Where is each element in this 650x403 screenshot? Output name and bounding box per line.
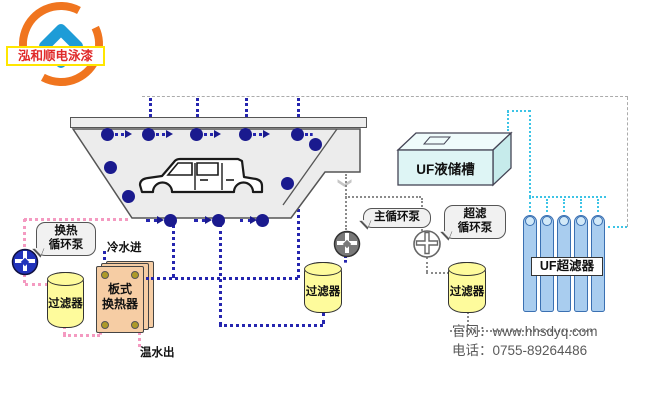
pipe-feed-2	[196, 98, 199, 117]
uf-tank-manhole	[422, 136, 452, 145]
nozzle-tail	[194, 219, 206, 222]
nozzle-dot	[101, 128, 114, 141]
heat-pump-bubble: 换热 循环泵	[36, 222, 96, 256]
uf-pump-icon	[413, 230, 441, 258]
nozzle-tail	[204, 133, 213, 136]
pipe-uftank-top	[507, 110, 530, 112]
pipe-tank-drop-1	[172, 224, 175, 278]
hx-bolt	[101, 271, 109, 279]
pipe-tube-drop	[597, 199, 599, 212]
heat-pump-label: 换热	[54, 225, 78, 237]
uf-pump-label2: 循环泵	[457, 221, 493, 234]
pipe-tank-drop-2	[297, 190, 300, 278]
pipe-overflow-down	[345, 174, 347, 230]
pipe-warm-out	[138, 332, 141, 347]
pipe-tube-drop	[563, 199, 565, 212]
nozzle-dot	[164, 214, 177, 227]
pipe-pump2-filter	[344, 255, 347, 263]
pipe-cold-in	[103, 251, 106, 266]
pipe-main-filter-in	[322, 312, 325, 324]
pipe-feed-3	[245, 98, 248, 117]
nozzle-arrow-icon	[125, 130, 132, 138]
nozzle-dot	[122, 190, 135, 203]
nozzle-arrow-icon	[263, 130, 270, 138]
pipe-tube-drop	[580, 199, 582, 212]
uf-pump-bubble: 超滤 循环泵	[444, 205, 506, 239]
nozzle-dot	[142, 128, 155, 141]
pipe-uf-header	[529, 196, 606, 198]
filter-1-label: 过滤器	[48, 298, 83, 310]
nozzle-arrow-icon	[166, 130, 173, 138]
nozzle-dot	[281, 177, 294, 190]
nozzle-dot	[309, 138, 322, 151]
uf-tank	[396, 131, 513, 187]
main-pump-bubble: 主循环泵	[363, 208, 431, 228]
nozzle-tail	[240, 219, 251, 222]
uf-pump-label: 超滤	[463, 208, 487, 220]
filter-1: 过滤器	[47, 272, 84, 328]
pipe-tube-drop	[546, 199, 548, 212]
nozzle-arrow-icon	[214, 130, 221, 138]
pipe-uf-down	[529, 110, 531, 197]
hx-bolt	[131, 271, 139, 279]
pipe-pink-filter-out	[63, 326, 66, 335]
heat-pump-label2: 循环泵	[48, 238, 84, 251]
pipe-pink-suction	[24, 218, 128, 221]
phone-text: 电话：0755-89264486	[452, 343, 588, 358]
pipe-uf-return	[608, 226, 627, 228]
pipe-feed-1	[149, 98, 152, 117]
logo-icon	[19, 2, 103, 86]
nozzle-dot	[212, 214, 225, 227]
pipe-tube-drop	[529, 197, 531, 212]
nozzle-arrow-icon	[250, 216, 257, 224]
pipe-overhead-down	[627, 97, 628, 227]
logo-banner: 泓和顺电泳漆	[6, 46, 105, 66]
nozzle-dot	[104, 161, 117, 174]
nozzle-dot	[256, 214, 269, 227]
pipe-pink-to-filter	[25, 283, 48, 286]
uf-tank-label: UF液储槽	[416, 162, 475, 177]
pipe-hx-return	[146, 277, 298, 280]
nozzle-tail	[305, 133, 313, 136]
pipe-main-bottom	[219, 324, 323, 327]
filter-3-label: 过滤器	[449, 285, 485, 298]
nozzle-dot	[190, 128, 203, 141]
filter-2: 过滤器	[304, 262, 342, 313]
nozzle-tail	[253, 133, 262, 136]
main-pump-icon	[333, 230, 361, 258]
warm-out-label: 温水出	[140, 347, 175, 359]
pipe-ufpump-out	[426, 257, 428, 272]
nozzle-tail	[115, 133, 124, 136]
filter-3: 过滤器	[448, 262, 486, 313]
hx-bolt	[101, 321, 109, 329]
hx-bolt	[131, 321, 139, 329]
heat-pump-icon	[11, 248, 39, 276]
uf-filter-label: UF超滤器	[531, 257, 603, 276]
nozzle-tail	[156, 133, 165, 136]
nozzle-dot	[291, 128, 304, 141]
pipe-uftank-up	[507, 111, 509, 131]
nozzle-dot	[239, 128, 252, 141]
cold-in-label: 冷水进	[107, 242, 142, 254]
car-body	[138, 157, 264, 194]
main-pump-label: 主循环泵	[374, 211, 420, 223]
pipe-pink-bottom	[63, 334, 100, 337]
website-text: 官网：www.hhsdyq.com	[452, 324, 598, 339]
pipe-to-uf-tubes	[450, 330, 592, 332]
pipe-to-filter3	[426, 272, 449, 274]
pipe-feed-4	[297, 98, 300, 117]
pipe-overflow-branch	[345, 196, 421, 198]
pipe-main-down	[219, 224, 222, 325]
nozzle-arrow-icon	[205, 216, 212, 224]
tank-rim	[70, 117, 367, 128]
hx-title: 板式换热器	[101, 282, 138, 311]
nozzle-tail	[146, 219, 158, 222]
pipe-filter3-out	[467, 312, 469, 330]
pipe-overhead	[142, 96, 628, 97]
overflow-weir	[282, 128, 338, 206]
filter-2-label: 过滤器	[305, 285, 341, 298]
nozzle-arrow-icon	[157, 216, 164, 224]
